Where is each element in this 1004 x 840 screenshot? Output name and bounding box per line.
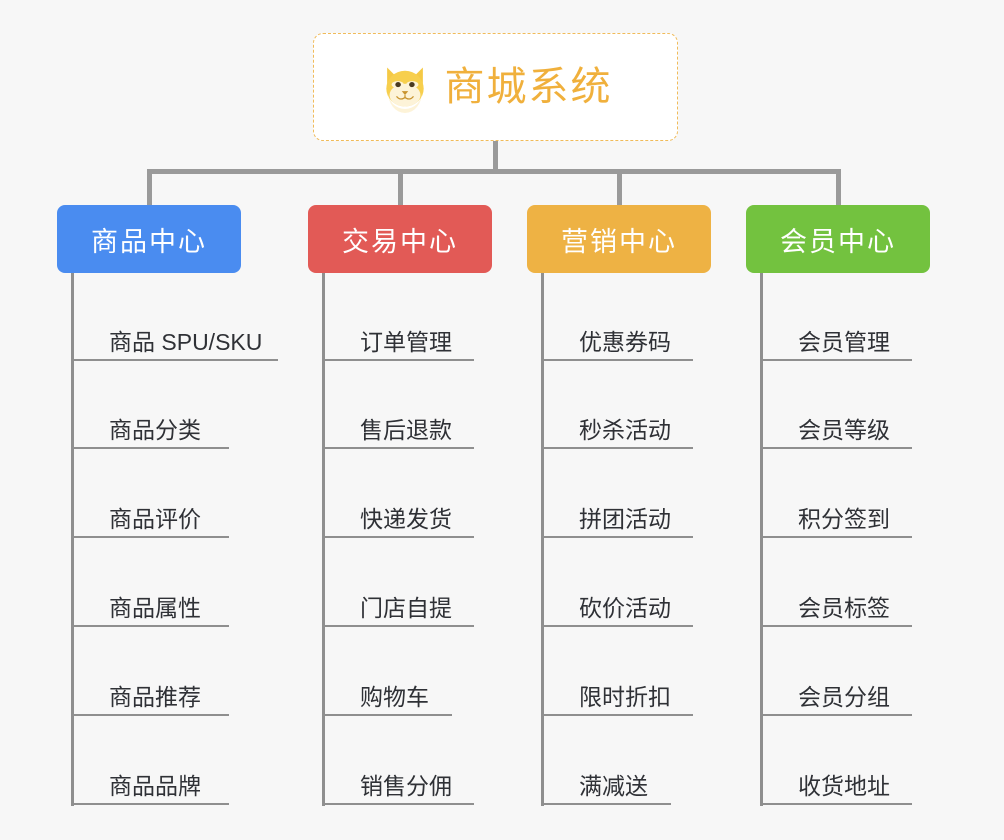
leaf-item-3-1[interactable]: 优惠券码 (541, 273, 693, 361)
leaf-label: 秒杀活动 (579, 416, 671, 443)
leaf-item-4-3[interactable]: 积分签到 (760, 450, 912, 538)
leaf-label: 商品属性 (109, 594, 201, 621)
category-title-1: 商品中心 (91, 226, 207, 257)
leaf-item-1-4[interactable]: 商品属性 (71, 539, 229, 627)
category-header-2[interactable]: 交易中心 (308, 205, 492, 273)
leaf-label: 商品 SPU/SKU (109, 328, 263, 355)
root-connector-stem (493, 141, 498, 171)
leaf-label: 门店自提 (360, 594, 452, 621)
leaf-label: 订单管理 (360, 328, 452, 355)
leaf-item-1-5[interactable]: 商品推荐 (71, 628, 229, 716)
leaf-label: 商品评价 (109, 505, 201, 532)
root-title: 商城系统 (444, 65, 613, 109)
branch-trunk-3 (541, 273, 544, 806)
leaf-label: 售后退款 (360, 416, 452, 443)
leaf-item-2-5[interactable]: 购物车 (322, 628, 452, 716)
leaf-item-4-1[interactable]: 会员管理 (760, 273, 912, 361)
leaf-item-3-2[interactable]: 秒杀活动 (541, 361, 693, 449)
leaf-label: 快递发货 (360, 505, 452, 532)
shiba-dog-icon (385, 67, 424, 113)
category-header-3[interactable]: 营销中心 (527, 205, 711, 273)
leaf-item-4-5[interactable]: 会员分组 (760, 628, 912, 716)
category-header-1[interactable]: 商品中心 (57, 205, 241, 273)
leaf-item-4-4[interactable]: 会员标签 (760, 539, 912, 627)
leaf-label: 满减送 (579, 772, 648, 799)
leaf-item-3-3[interactable]: 拼团活动 (541, 450, 693, 538)
leaf-label: 商品品牌 (109, 772, 201, 799)
leaf-label: 拼团活动 (579, 505, 671, 532)
leaf-item-2-4[interactable]: 门店自提 (322, 539, 474, 627)
leaf-item-2-6[interactable]: 销售分佣 (322, 717, 474, 805)
leaf-label: 购物车 (360, 683, 429, 710)
leaf-label: 积分签到 (798, 505, 890, 532)
leaf-item-3-6[interactable]: 满减送 (541, 717, 671, 805)
category-header-4[interactable]: 会员中心 (746, 205, 930, 273)
branch-trunk-2 (322, 273, 325, 806)
branch-connector-4 (836, 169, 841, 205)
branch-connector-3 (617, 169, 622, 205)
leaf-label: 限时折扣 (579, 683, 671, 710)
leaf-item-1-3[interactable]: 商品评价 (71, 450, 229, 538)
leaf-item-3-4[interactable]: 砍价活动 (541, 539, 693, 627)
leaf-label: 优惠券码 (579, 328, 671, 355)
leaf-label: 收货地址 (798, 772, 890, 799)
branch-trunk-4 (760, 273, 763, 806)
leaf-item-2-2[interactable]: 售后退款 (322, 361, 474, 449)
leaf-label: 商品推荐 (109, 683, 201, 710)
branch-connector-1 (147, 169, 152, 205)
leaf-item-3-5[interactable]: 限时折扣 (541, 628, 693, 716)
leaf-label: 会员分组 (798, 683, 890, 710)
root-connector-bus (149, 169, 841, 174)
leaf-item-4-6[interactable]: 收货地址 (760, 717, 912, 805)
leaf-label: 会员管理 (798, 328, 890, 355)
leaf-item-1-6[interactable]: 商品品牌 (71, 717, 229, 805)
branch-trunk-1 (71, 273, 74, 806)
category-title-3: 营销中心 (561, 226, 677, 257)
category-title-4: 会员中心 (780, 226, 896, 257)
leaf-label: 商品分类 (109, 416, 201, 443)
leaf-label: 会员标签 (798, 594, 890, 621)
branch-connector-2 (398, 169, 403, 205)
leaf-item-2-1[interactable]: 订单管理 (322, 273, 474, 361)
leaf-label: 会员等级 (798, 416, 890, 443)
category-title-2: 交易中心 (342, 226, 458, 257)
leaf-item-1-1[interactable]: 商品 SPU/SKU (71, 273, 278, 361)
leaf-label: 销售分佣 (360, 772, 452, 799)
leaf-item-4-2[interactable]: 会员等级 (760, 361, 912, 449)
leaf-item-2-3[interactable]: 快递发货 (322, 450, 474, 538)
leaf-label: 砍价活动 (579, 594, 671, 621)
leaf-item-1-2[interactable]: 商品分类 (71, 361, 229, 449)
root-node[interactable]: 商城系统 (313, 33, 678, 141)
